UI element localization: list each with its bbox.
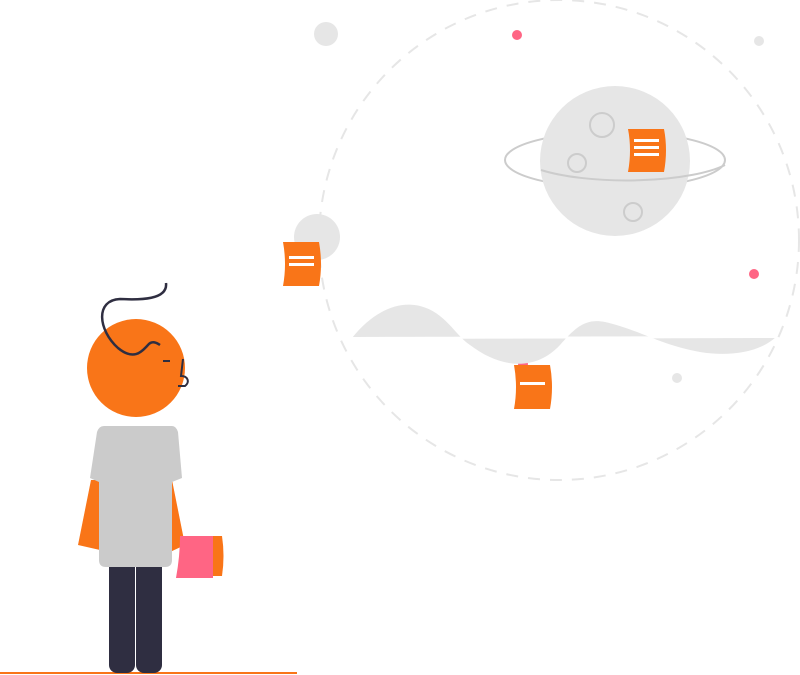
leg	[136, 555, 162, 673]
gray-dot	[314, 22, 338, 46]
head	[87, 319, 185, 417]
pink-dot	[512, 30, 522, 40]
document-icon	[514, 365, 552, 409]
shirt	[90, 426, 182, 567]
crater	[567, 153, 587, 173]
person	[78, 282, 224, 673]
hair	[100, 282, 168, 356]
gray-dot	[672, 373, 682, 383]
nose	[178, 358, 189, 387]
gray-dot	[754, 36, 764, 46]
crater	[589, 112, 615, 138]
wave-hills	[352, 304, 776, 364]
horizon-line	[351, 336, 777, 339]
crater	[623, 202, 643, 222]
planet	[504, 86, 726, 236]
book-icon	[176, 536, 224, 578]
arm	[78, 480, 102, 550]
leg	[109, 555, 135, 673]
document-icon	[628, 129, 666, 172]
document-icon	[283, 242, 321, 286]
dashed-orbit-circle	[318, 0, 800, 481]
arm	[170, 480, 185, 552]
pink-dot	[749, 269, 759, 279]
